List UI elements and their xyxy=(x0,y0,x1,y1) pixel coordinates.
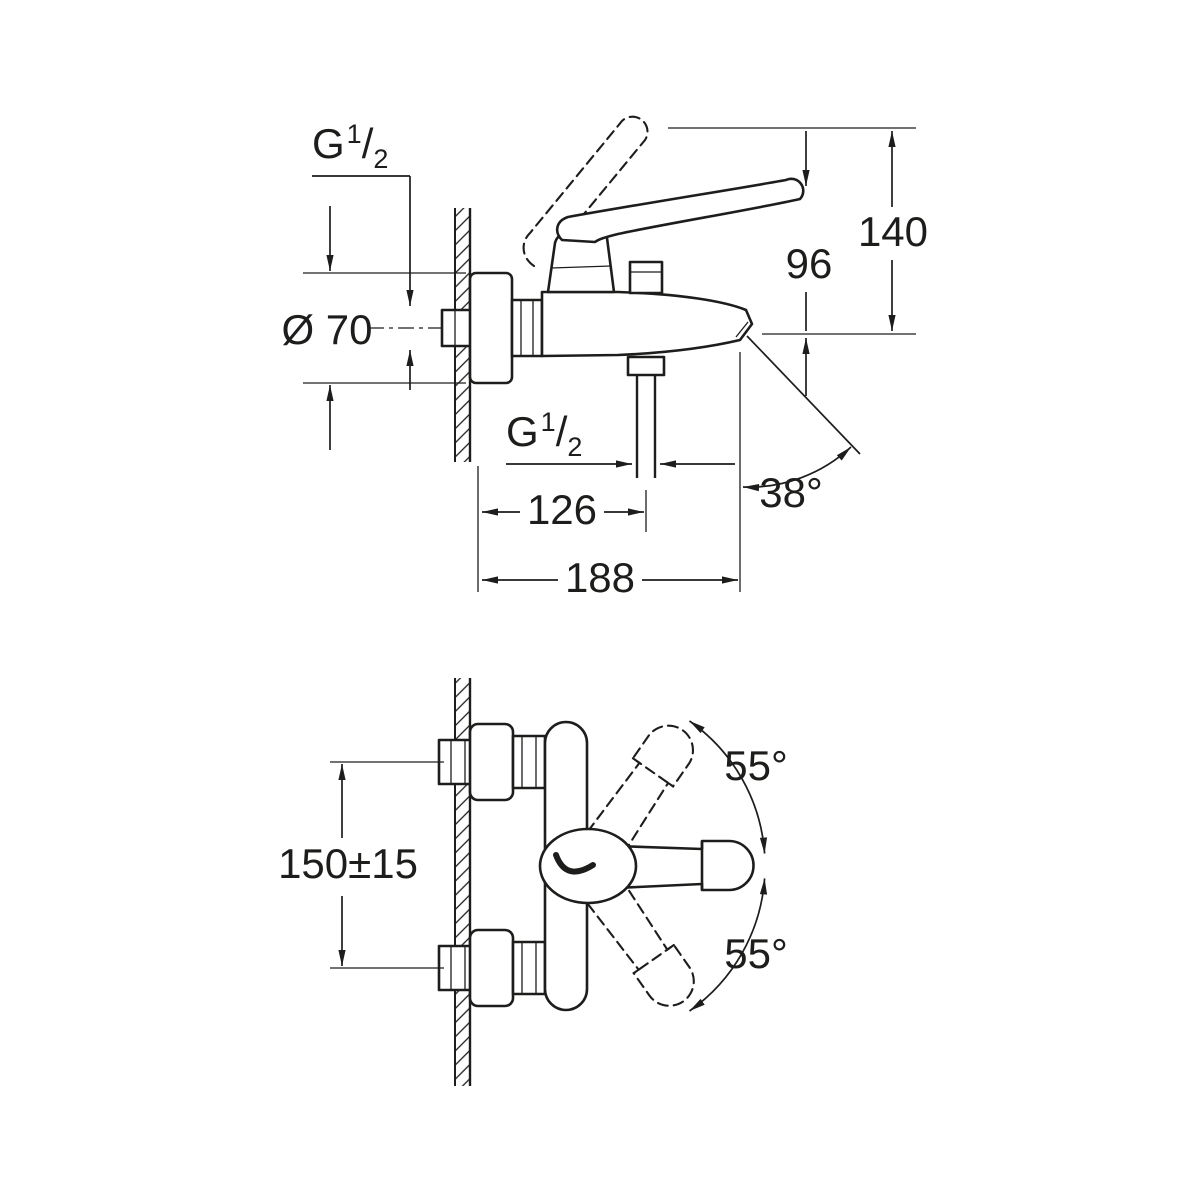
lever-handle-raised-dashed xyxy=(522,115,649,268)
dimension-spout-angle: 38° xyxy=(742,335,861,516)
hose-offset-label: 126 xyxy=(527,486,597,533)
spout-reach-label: 188 xyxy=(565,554,635,601)
lower-mounting xyxy=(437,928,547,1008)
dimension-hose-offset: 126 xyxy=(482,486,647,533)
dimension-spout-height: 96 xyxy=(786,131,833,396)
dimension-handle-arc-upper: 55° xyxy=(689,720,788,854)
mounting-distance-label: 150±15 xyxy=(278,840,418,887)
shower-hose-connection xyxy=(626,355,666,478)
dimension-mounting-distance: 150±15 xyxy=(278,761,444,969)
escutcheon-diameter-label: Ø 70 xyxy=(281,306,372,353)
dimension-overall-height: 140 xyxy=(668,127,928,335)
upper-mounting xyxy=(437,722,547,802)
front-view: 150±15 55° 55° xyxy=(278,678,788,1086)
dimension-spout-reach: 188 xyxy=(477,352,741,601)
escutcheon-side xyxy=(468,271,514,385)
dimension-thread-wall: G1/2 xyxy=(312,119,414,390)
dimension-handle-arc-lower: 55° xyxy=(689,878,788,1012)
dimension-escutcheon-diameter: Ø 70 xyxy=(281,206,466,450)
handle-arc-lower-label: 55° xyxy=(724,930,788,977)
side-view: G1/2 Ø 70 140 96 G1/2 xyxy=(281,115,928,601)
mixer-body-spout xyxy=(540,290,754,358)
spout-angle-label: 38° xyxy=(759,469,823,516)
lever-handle-side xyxy=(555,177,805,244)
union-nut-side xyxy=(510,298,544,358)
aerator-mark xyxy=(735,321,749,338)
thread-wall-label: G1/2 xyxy=(312,119,388,174)
hub-detail-mark xyxy=(553,852,596,875)
thread-hose-label: G1/2 xyxy=(506,407,582,462)
diverter-knob xyxy=(628,260,664,295)
spout-height-label: 96 xyxy=(786,240,833,287)
overall-height-label: 140 xyxy=(858,208,928,255)
handle-arc-upper-label: 55° xyxy=(724,742,788,789)
dimension-thread-hose: G1/2 xyxy=(506,407,735,468)
